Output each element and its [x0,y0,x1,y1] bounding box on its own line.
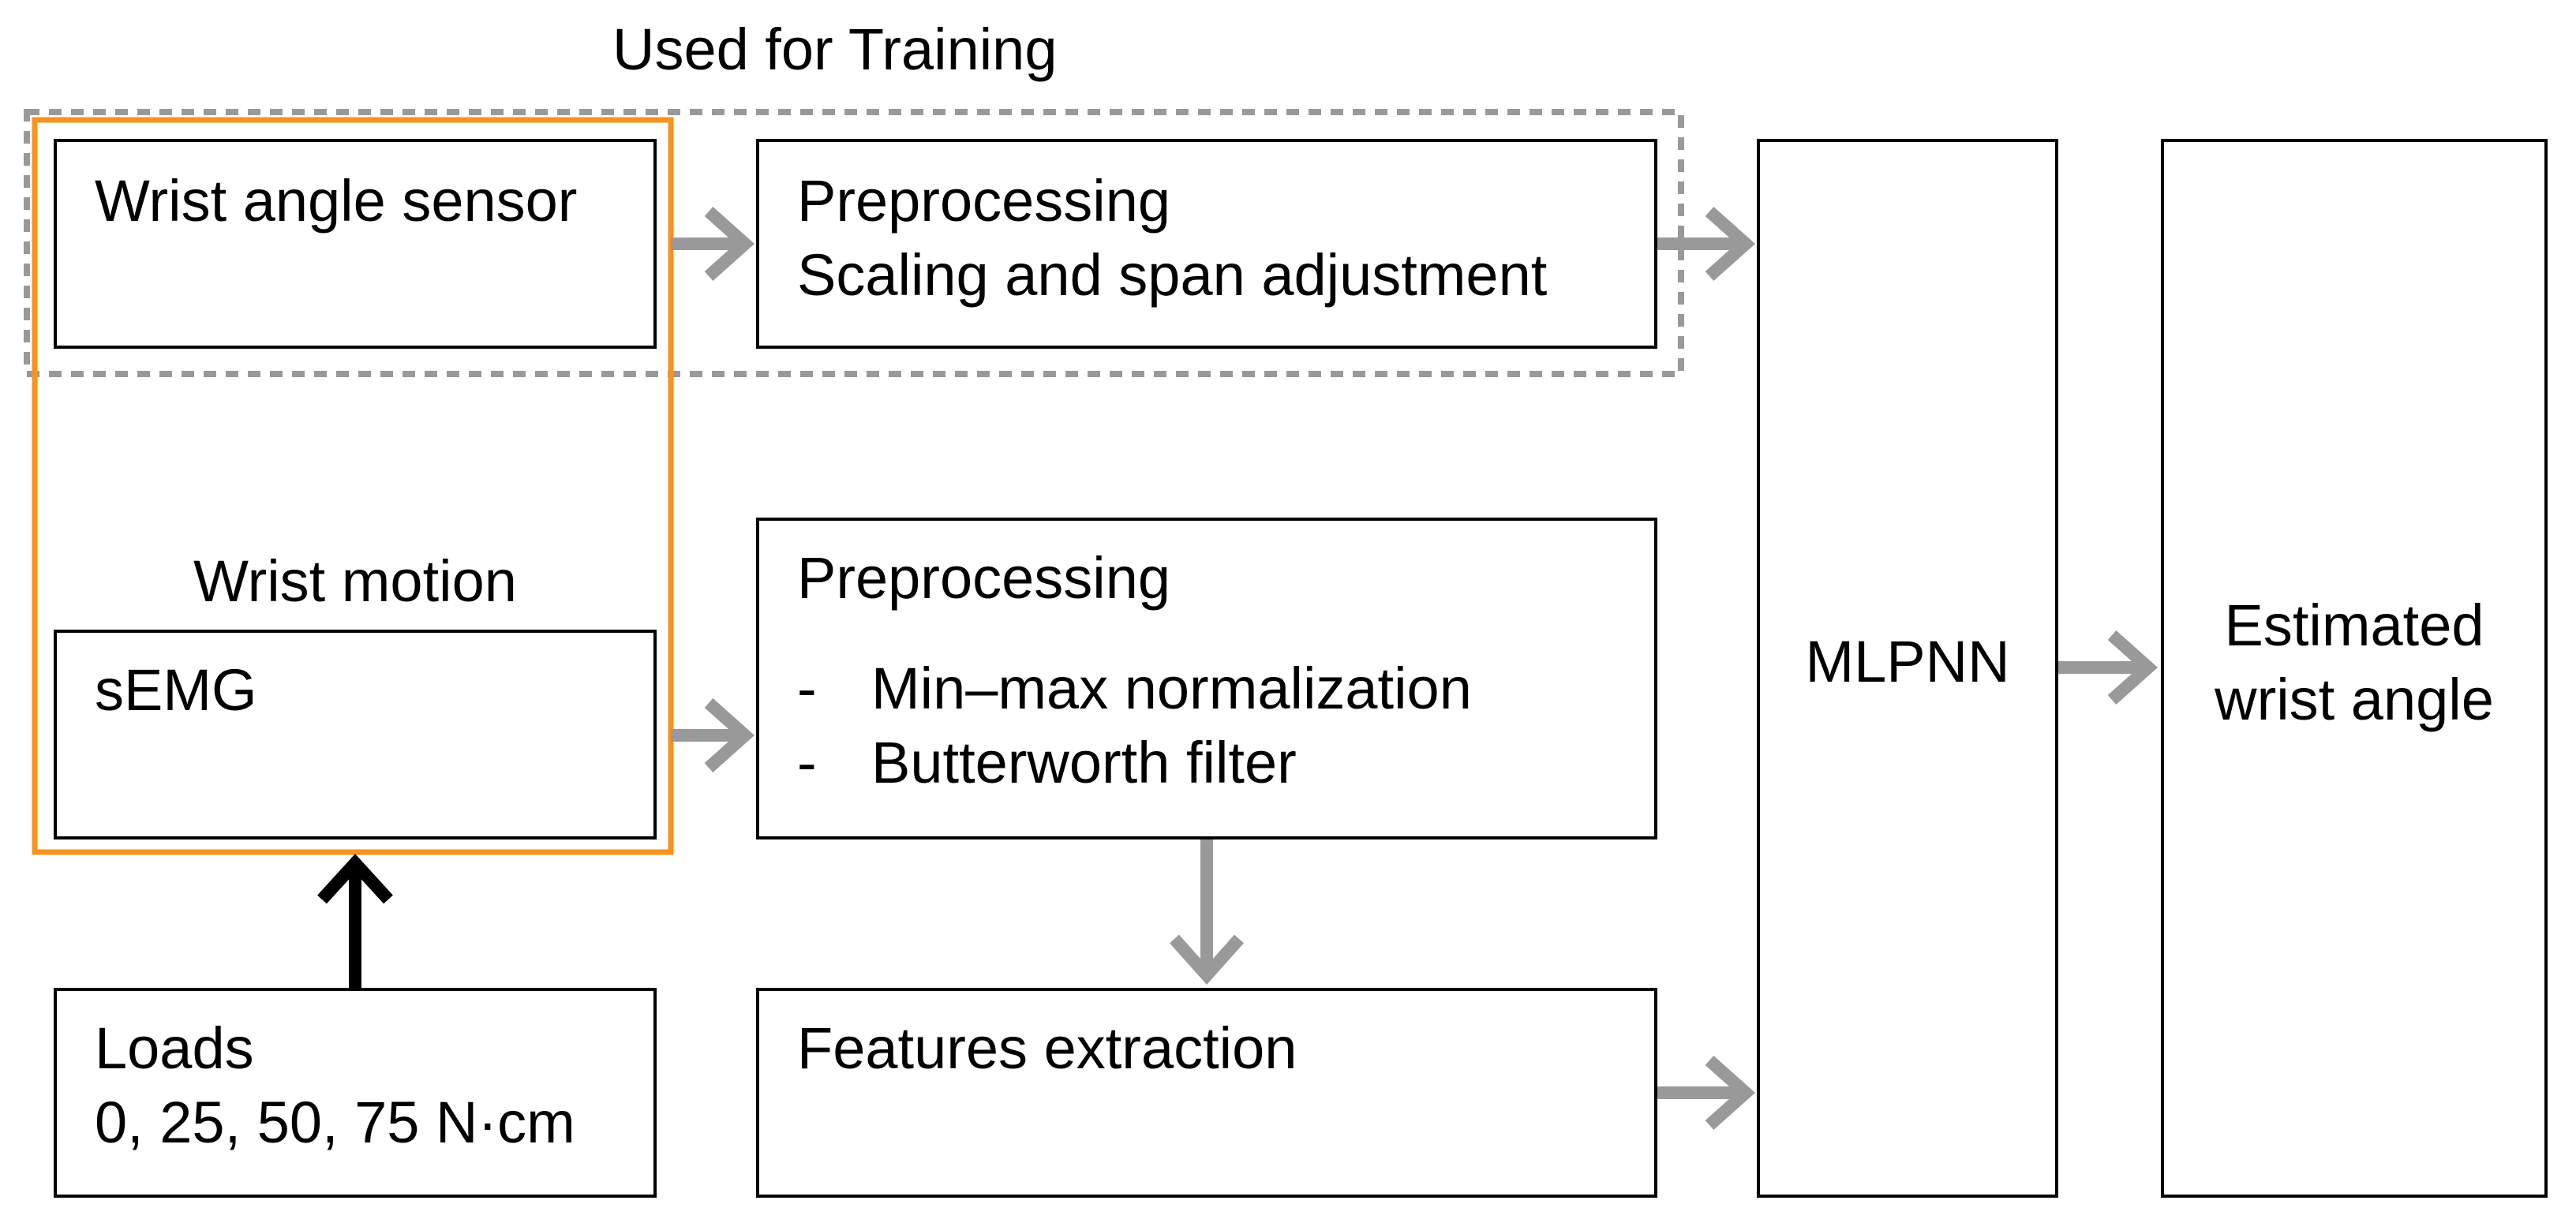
estimated-wrist-angle-block: Estimated wrist angle [2161,139,2548,1198]
estimated-line-2: wrist angle [2215,667,2494,732]
arrow-features-to-mlpnn [1657,1056,1756,1130]
preprocessing-angle-block: Preprocessing Scaling and span adjustmen… [756,139,1657,349]
preprocessing-angle-detail: Scaling and span adjustment [797,242,1548,308]
training-dashed-frame [24,109,1684,377]
loads-values: 0, 25, 50, 75 N·cm [95,1090,575,1155]
estimated-line-1: Estimated [2224,593,2484,658]
arrow-preprocessing-to-features [1170,839,1244,985]
arrow-sensor-to-preprocessing [671,207,755,281]
loads-title: Loads [95,1015,254,1081]
arrow-semg-to-preprocessing [671,698,755,772]
semg-block: sEMG [54,630,657,839]
wrist-motion-frame [32,117,674,855]
mlpnn-label: MLPNN [1805,629,2010,694]
wrist-angle-sensor-label: Wrist angle sensor [95,168,578,234]
min-max-normalization-text: Min–max normalization [871,656,1472,721]
training-group-label: Used for Training [612,17,1058,82]
features-extraction-block: Features extraction [756,988,1657,1198]
preprocessing-angle-title: Preprocessing [797,168,1171,234]
semg-label: sEMG [95,657,257,723]
features-extraction-label: Features extraction [797,1015,1297,1081]
wrist-motion-label: Wrist motion [193,548,517,614]
mlpnn-block: MLPNN [1757,139,2058,1198]
loads-block: Loads 0, 25, 50, 75 N·cm [54,988,657,1198]
arrow-mlpnn-to-estimated [2058,630,2159,705]
arrow-preprocessing-to-mlpnn [1657,207,1756,281]
butterworth-filter-text: Butterworth filter [871,730,1297,795]
wrist-angle-sensor-block: Wrist angle sensor [54,139,657,349]
arrow-loads-to-semg [317,854,393,988]
preprocessing-semg-block: Preprocessing - Min–max normalization - … [756,518,1657,839]
bullet-dash: - [797,656,817,721]
preprocessing-semg-title: Preprocessing [797,545,1171,611]
bullet-dash: - [797,730,817,795]
